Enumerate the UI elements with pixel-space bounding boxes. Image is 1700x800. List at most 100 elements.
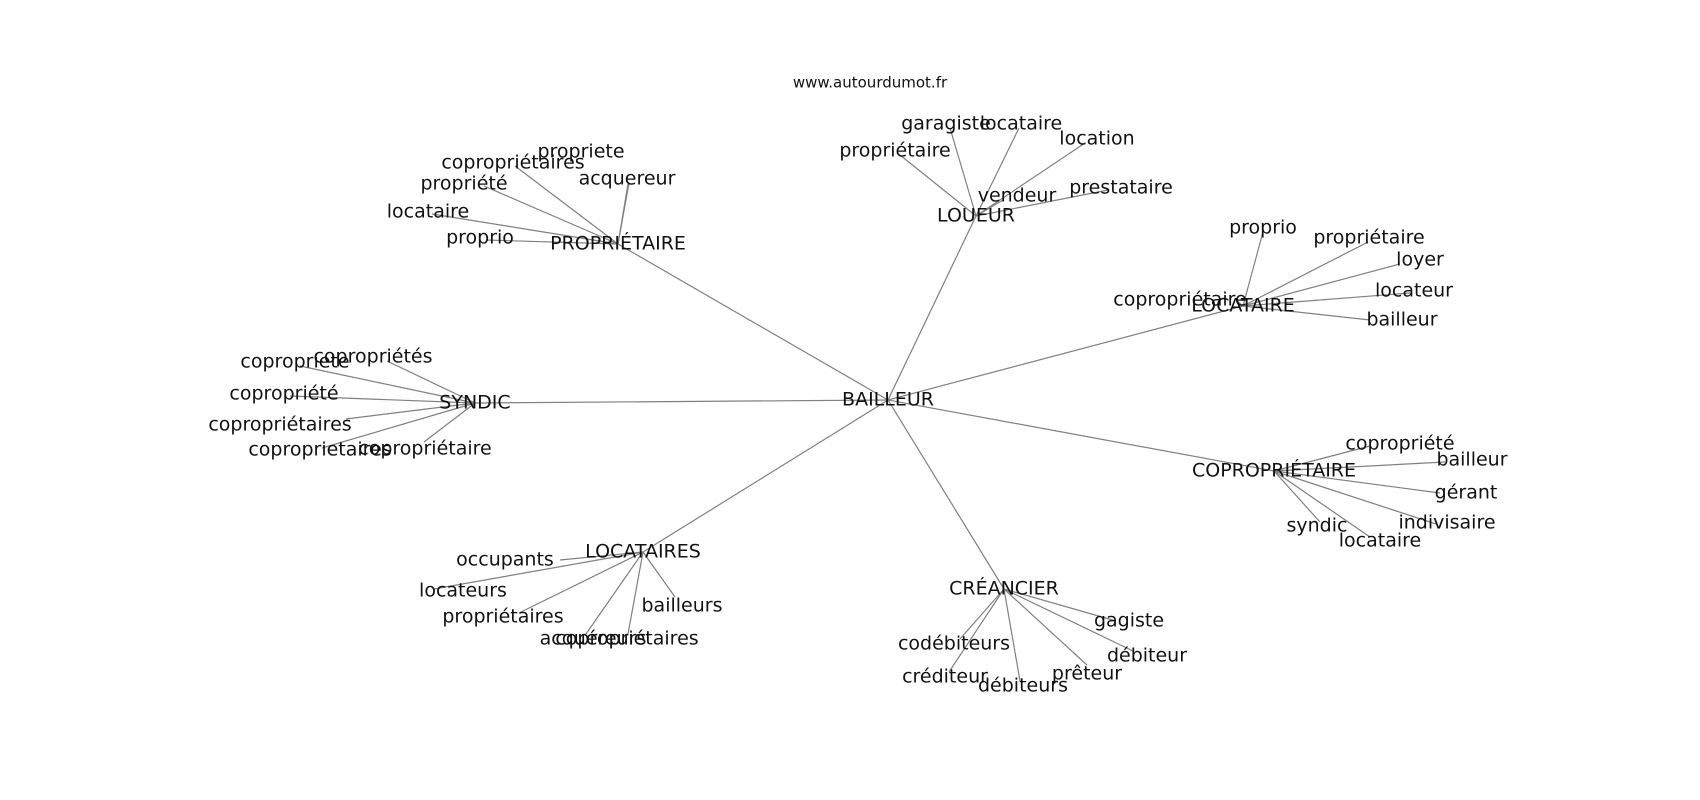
- node-hub-loueur[interactable]: LOUEUR: [937, 205, 1015, 227]
- edge-locataire-1: [1242, 241, 1369, 307]
- edge-locataire-4: [1242, 292, 1411, 307]
- edge-locataire-0: [1242, 231, 1264, 307]
- edge-loueur-2: [975, 142, 1086, 217]
- edge-creancier-4: [1003, 588, 1021, 682]
- node-loueur-neighbor-2[interactable]: location: [1059, 128, 1134, 150]
- node-coproprietaire-neighbor-0[interactable]: copropriété: [1345, 433, 1454, 455]
- edge-proprietaire-5: [485, 239, 619, 245]
- node-hub-proprietaire[interactable]: PROPRIÉTAIRE: [550, 232, 686, 255]
- edge-proprietaire-3: [483, 185, 619, 245]
- edge-center-locataires: [642, 399, 889, 553]
- node-locataires-neighbor-0[interactable]: occupants: [456, 549, 554, 571]
- node-syndic-neighbor-3[interactable]: copropriétaires: [208, 414, 351, 436]
- edge-creancier-0: [1003, 588, 1117, 622]
- edge-locataires-2: [642, 551, 676, 598]
- node-hub-syndic[interactable]: SYNDIC: [439, 392, 510, 414]
- node-locataires-neighbor-4[interactable]: acquéreurs: [540, 628, 647, 650]
- node-proprietaire-neighbor-4[interactable]: locataire: [387, 201, 469, 223]
- edge-coproprietaire-2: [1273, 470, 1441, 494]
- edge-syndic-1: [299, 365, 476, 404]
- node-locataire-neighbor-3[interactable]: copropriétaire: [1113, 289, 1246, 311]
- edge-coproprietaire-3: [1273, 470, 1437, 525]
- labels-layer: BAILLEURPROPRIÉTAIREproprietecopropriéta…: [208, 113, 1507, 697]
- edge-center-locataire: [887, 305, 1244, 401]
- edge-syndic-4: [321, 402, 476, 449]
- node-proprietaire-neighbor-5[interactable]: proprio: [446, 227, 514, 249]
- node-creancier-neighbor-2[interactable]: débiteur: [1107, 645, 1187, 667]
- edge-creancier-5: [1003, 588, 1088, 666]
- node-locataires-neighbor-1[interactable]: locateurs: [419, 580, 507, 602]
- node-proprietaire-neighbor-3[interactable]: propriété: [420, 173, 507, 195]
- node-hub-creancier[interactable]: CRÉANCIER: [949, 577, 1059, 600]
- edge-locataires-5: [627, 551, 644, 635]
- node-creancier-neighbor-3[interactable]: créditeur: [902, 666, 988, 688]
- node-locataire-neighbor-5[interactable]: bailleur: [1366, 309, 1437, 331]
- node-syndic-neighbor-1[interactable]: copropriete: [240, 351, 349, 373]
- edge-coproprietaire-1: [1273, 461, 1446, 472]
- edge-proprietaire-1: [514, 165, 619, 245]
- edge-locataire-5: [1242, 305, 1371, 321]
- node-syndic-neighbor-5[interactable]: copropriétaire: [358, 438, 491, 460]
- edge-coproprietaire-0: [1273, 445, 1371, 472]
- node-creancier-neighbor-5[interactable]: prêteur: [1052, 663, 1122, 685]
- node-coproprietaire-neighbor-2[interactable]: gérant: [1435, 482, 1498, 504]
- edge-syndic-0: [386, 360, 476, 404]
- node-loueur-neighbor-4[interactable]: vendeur: [978, 185, 1057, 207]
- node-loueur-neighbor-1[interactable]: locataire: [980, 113, 1062, 135]
- node-locataires-neighbor-2[interactable]: bailleurs: [642, 595, 723, 617]
- node-creancier-neighbor-1[interactable]: codébiteurs: [898, 633, 1010, 655]
- node-proprietaire-neighbor-0[interactable]: propriete: [537, 141, 624, 163]
- edge-center-coproprietaire: [887, 399, 1275, 472]
- node-proprietaire-neighbor-2[interactable]: acquereur: [579, 168, 676, 190]
- node-hub-locataires[interactable]: LOCATAIRES: [585, 541, 701, 563]
- node-hub-coproprietaire[interactable]: COPROPRIÉTAIRE: [1192, 459, 1356, 482]
- node-locataires-neighbor-3[interactable]: propriétaires: [442, 606, 563, 628]
- node-locataires-neighbor-5[interactable]: copropriétaires: [555, 628, 698, 650]
- edge-syndic-2: [289, 395, 476, 404]
- edge-creancier-3: [948, 588, 1005, 673]
- node-syndic-neighbor-2[interactable]: copropriété: [229, 383, 338, 405]
- edge-locataires-0: [559, 551, 644, 561]
- edge-center-syndic: [474, 399, 889, 404]
- edge-loueur-1: [975, 127, 1020, 217]
- node-center-bailleur[interactable]: BAILLEUR: [842, 389, 934, 411]
- edge-coproprietaire-5: [1273, 470, 1371, 538]
- node-locataire-neighbor-0[interactable]: proprio: [1229, 217, 1297, 239]
- node-loueur-neighbor-3[interactable]: propriétaire: [839, 140, 950, 162]
- edge-locataires-4: [585, 551, 644, 635]
- node-coproprietaire-neighbor-4[interactable]: syndic: [1287, 515, 1348, 537]
- node-loueur-neighbor-5[interactable]: prestataire: [1069, 177, 1173, 199]
- node-hub-locataire[interactable]: LOCATAIRE: [1191, 295, 1295, 317]
- edge-loueur-3: [899, 154, 977, 217]
- edge-locataire-2: [1242, 263, 1401, 307]
- node-syndic-neighbor-4[interactable]: coproprietaires: [248, 439, 391, 461]
- edge-loueur-5: [975, 189, 1109, 217]
- edge-creancier-1: [959, 588, 1005, 640]
- edge-syndic-5: [423, 402, 476, 443]
- node-creancier-neighbor-4[interactable]: débiteurs: [978, 675, 1068, 697]
- edge-locataires-3: [518, 551, 644, 614]
- edge-loueur-0: [949, 127, 977, 217]
- node-coproprietaire-neighbor-5[interactable]: locataire: [1339, 530, 1421, 552]
- node-coproprietaire-neighbor-1[interactable]: bailleur: [1436, 449, 1507, 471]
- edge-center-loueur: [887, 215, 977, 401]
- edge-proprietaire-4: [431, 213, 619, 245]
- edge-coproprietaire-4: [1273, 470, 1321, 523]
- node-loueur-neighbor-0[interactable]: garagiste: [901, 113, 991, 135]
- node-syndic-neighbor-0[interactable]: copropriétés: [313, 346, 432, 368]
- edge-proprietaire-2: [617, 182, 630, 245]
- edge-center-proprietaire: [617, 243, 889, 401]
- node-locataire-neighbor-4[interactable]: locateur: [1375, 280, 1453, 302]
- node-locataire-neighbor-2[interactable]: loyer: [1396, 249, 1444, 271]
- node-creancier-neighbor-0[interactable]: gagiste: [1094, 610, 1164, 632]
- edge-creancier-2: [1003, 588, 1134, 652]
- edge-loueur-4: [975, 199, 1004, 217]
- node-proprietaire-neighbor-1[interactable]: copropriétaires: [441, 152, 584, 174]
- edge-center-creancier: [887, 399, 1005, 590]
- edges-layer: [289, 127, 1446, 682]
- node-locataire-neighbor-1[interactable]: propriétaire: [1313, 227, 1424, 249]
- node-coproprietaire-neighbor-3[interactable]: indivisaire: [1398, 512, 1495, 534]
- edge-locataire-3: [1235, 299, 1244, 307]
- edge-syndic-3: [345, 402, 476, 420]
